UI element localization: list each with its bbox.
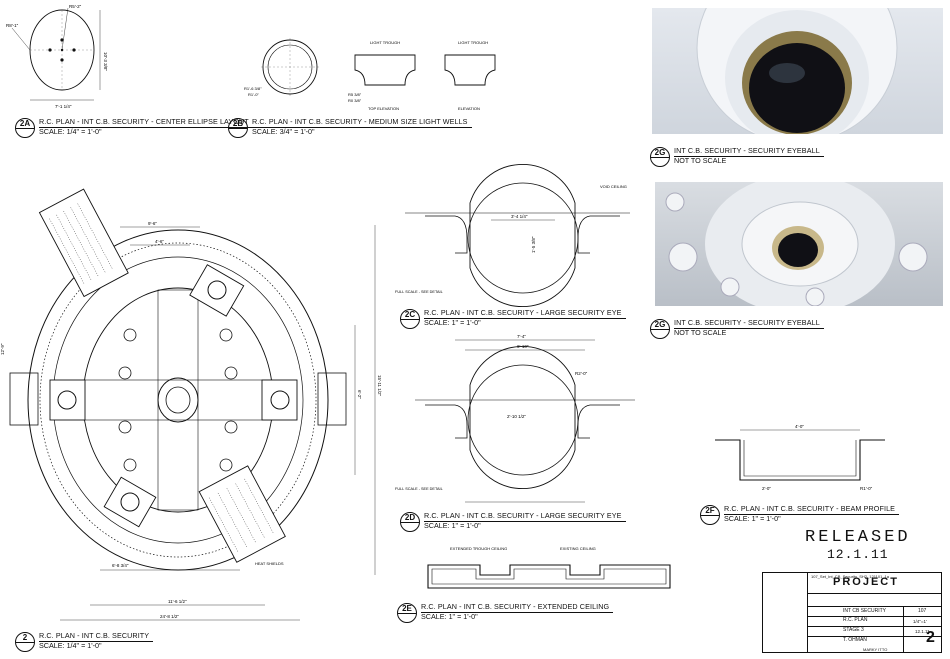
title-2f: R.C. PLAN - INT C.B. SECURITY - BEAM PRO… [724, 504, 900, 515]
dim-10-3-8: 10'-3 3/8" [103, 52, 108, 71]
bubble-2g-2: 2G [650, 319, 670, 339]
dim-6-8-3-4: 6'-8 3/4" [112, 563, 129, 568]
tb-drawing-title: INT CB SECURITY [843, 608, 886, 614]
title-2b: R.C. PLAN - INT C.B. SECURITY - MEDIUM S… [252, 117, 472, 128]
dim-r1-0-2f: R1'-0" [860, 486, 873, 491]
label-light-trough: LIGHT TROUGH [370, 40, 400, 45]
title-2g-1: INT C.B. SECURITY - SECURITY EYEBALL [674, 146, 824, 157]
bubble-2: 2 [15, 632, 35, 652]
detail-2b-lightwell-drawing: R1'-6 3/8" R1'-0" LIGHT TROUGH R5 3/8" R… [244, 38, 496, 111]
render-security-eyeball-1 [652, 8, 943, 134]
dim-4-0: 4'-0" [795, 424, 804, 429]
detail-2f-drawing: 4'-0" 2'-0" R1'-0" [715, 424, 885, 491]
label-2b: 2B R.C. PLAN - INT C.B. SECURITY - MEDIU… [228, 117, 472, 138]
dim-6-2: 6'-2" [357, 390, 362, 399]
dim-r1-6: R1'-6 3/8" [244, 86, 262, 91]
scale-2e: SCALE: 1" = 1'-0" [421, 611, 478, 621]
label-elevation: ELEVATION [458, 106, 480, 111]
dim-r1-0: R1'-0" [248, 92, 259, 97]
main-plan-drawing: 9'-6" 4'-6" 15'-11 1/2" 6'-2" 12'-9" 6'-… [0, 188, 382, 621]
dim-r5-2: R5'-2" [69, 4, 82, 9]
dim-9-6: 9'-6" [148, 221, 157, 226]
detail-2e-drawing: EXTENDED TROUGH CEILING EXISTING CEILING [427, 546, 671, 589]
tb-drawing: R.C. PLAN [843, 617, 868, 623]
title-2d: R.C. PLAN - INT C.B. SECURITY - LARGE SE… [424, 511, 626, 522]
bubble-2d: 2D [400, 512, 420, 532]
label-existing-ceiling: EXISTING CEILING [560, 546, 596, 551]
dim-15-11-1-2: 15'-11 1/2" [377, 375, 382, 397]
label-extended-trough: EXTENDED TROUGH CEILING [450, 546, 507, 551]
bubble-2g-1: 2G [650, 147, 670, 167]
label-void-ceiling-2c: VOID CEILING [600, 184, 627, 189]
label-full-scale-2c: FULL SCALE - SEE DETAIL [395, 290, 443, 294]
title-2e: R.C. PLAN - INT C.B. SECURITY - EXTENDED… [421, 602, 614, 613]
render-security-eyeball-2 [655, 182, 943, 306]
dim-r5-3-8: R5 3/8" [348, 92, 362, 97]
dim-7-4: 7'-4" [517, 334, 526, 339]
scale-2g-2: NOT TO SCALE [674, 327, 727, 337]
detail-2d-drawing: 7'-4" 6'-10" 2'-10 1/2" R2'-0" FULL SCAL… [395, 334, 635, 503]
tb-filename: 107_Set_Int_CB_Security_SH2_121101_1a [811, 574, 889, 579]
dim-2-0: 2'-0" [762, 486, 771, 491]
released-date: 12.1.11 [827, 547, 889, 562]
dim-3-4-1-4: 3'-4 1/4" [511, 214, 528, 219]
title-2g-2: INT C.B. SECURITY - SECURITY EYEBALL [674, 318, 824, 329]
label-2f: 2F R.C. PLAN - INT C.B. SECURITY - BEAM … [700, 504, 900, 525]
released-stamp: RELEASED 12.1.11 [805, 528, 911, 562]
title-2c: R.C. PLAN - INT C.B. SECURITY - LARGE SE… [424, 308, 626, 319]
label-2e: 2E R.C. PLAN - INT C.B. SECURITY - EXTEN… [397, 602, 614, 623]
bubble-2f: 2F [700, 505, 720, 525]
dim-4-6: 4'-6" [155, 239, 164, 244]
label-2a: 2A R.C. PLAN - INT C.B. SECURITY - CENTE… [15, 117, 253, 138]
tb-drawn-by: T. OHMAN [843, 637, 867, 643]
bubble-2b: 2B [228, 118, 248, 138]
tb-date: 12.1.11 [915, 629, 930, 634]
label-2d: 2D R.C. PLAN - INT C.B. SECURITY - LARGE… [400, 511, 626, 532]
label-full-scale-2d: FULL SCALE - SEE DETAIL [395, 487, 443, 491]
scale-2c: SCALE: 1" = 1'-0" [424, 317, 481, 327]
dim-1-5-3-8: 1'-5 3/8" [531, 236, 536, 253]
label-2c: 2C R.C. PLAN - INT C.B. SECURITY - LARGE… [400, 308, 626, 329]
label-heat-shields: HEAT SHIELDS [255, 561, 284, 566]
dim-r8-1: R8'-1" [6, 23, 19, 28]
scale-2b: SCALE: 3/4" = 1'-0" [252, 126, 315, 136]
detail-2a-ellipse-drawing: R5'-2" R8'-1" 10'-3 3/8" 7'-1 1/4" [6, 4, 108, 109]
bubble-2e: 2E [397, 603, 417, 623]
scale-2g-1: NOT TO SCALE [674, 155, 727, 165]
dim-12-9: 12'-9" [0, 343, 5, 355]
title-2: R.C. PLAN - INT C.B. SECURITY [39, 631, 154, 642]
title-2a: R.C. PLAN - INT C.B. SECURITY - CENTER E… [39, 117, 253, 128]
tb-location: STAGE 3 [843, 627, 864, 633]
bubble-2a: 2A [15, 118, 35, 138]
label-light-trough-2: LIGHT TROUGH [458, 40, 488, 45]
dim-2-10-1-2: 2'-10 1/2" [507, 414, 526, 419]
tb-checked: MARKY ITTO [863, 647, 888, 652]
tb-sheet: 2 [926, 629, 935, 646]
dim-7-1-4: 7'-1 1/4" [55, 104, 72, 109]
scale-2a: SCALE: 1/4" = 1'-0" [39, 126, 102, 136]
dim-24-8-1-2: 24'-8 1/2" [160, 614, 179, 619]
tb-scale: 1/4"=1' [913, 619, 927, 624]
dim-r2-0: R2'-0" [575, 371, 588, 376]
dim-11-6-1-2: 11'-6 1/2" [168, 599, 187, 604]
title-block: 107_Set_Int_CB_Security_SH2_121101_1a PR… [762, 572, 942, 653]
bubble-2c: 2C [400, 309, 420, 329]
detail-2c-drawing: 3'-4 1/4" 1'-5 3/8" VOID CEILING FULL SC… [395, 164, 630, 307]
scale-2f: SCALE: 1" = 1'-0" [724, 513, 781, 523]
released-text: RELEASED [805, 528, 911, 547]
label-top-elevation: TOP ELEVATION [368, 106, 399, 111]
dim-r0-3-8: R0 3/8" [348, 98, 362, 103]
tb-set: 107 [918, 608, 927, 614]
tb-logo: PROJECT [833, 576, 899, 588]
scale-2: SCALE: 1/4" = 1'-0" [39, 640, 102, 650]
scale-2d: SCALE: 1" = 1'-0" [424, 520, 481, 530]
